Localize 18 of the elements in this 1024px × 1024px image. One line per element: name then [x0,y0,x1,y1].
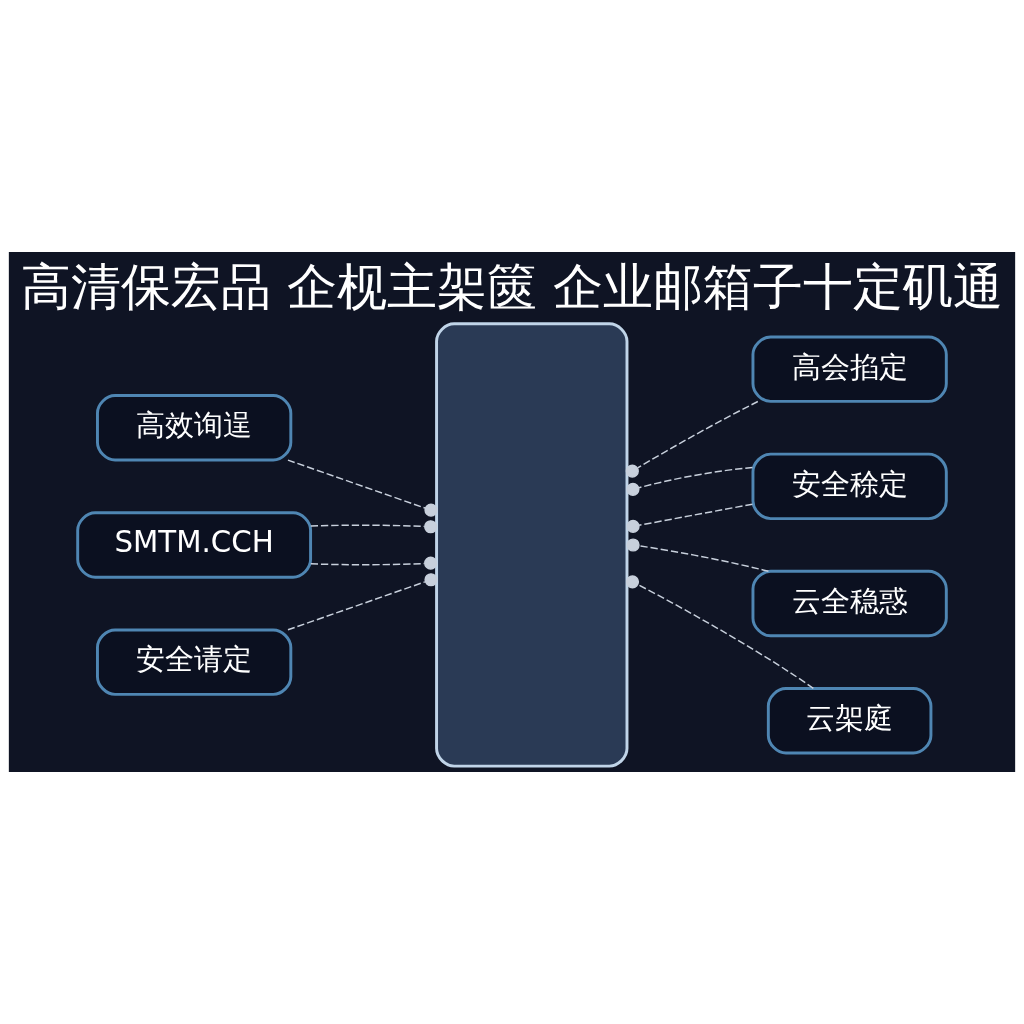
connector [287,573,438,631]
connector [626,503,754,533]
node-box: 安全稌定 [751,452,948,521]
connector [310,556,438,570]
node-box: 高会掐定 [751,335,948,403]
node-box [435,322,629,768]
connector [310,520,438,534]
node-box: 安全请定 [96,628,293,696]
connector [625,400,759,478]
node-box: 高效询逞 [96,394,293,462]
connector [625,575,815,690]
diagram-title: 高清保宏品 企枧主架篋 企业邮箱子十定矶通 [21,257,1003,316]
connector [626,538,770,572]
connector [287,459,438,517]
connector [626,466,754,496]
node-box: SMTM.CCH [76,511,313,579]
node-box: 云架庭 [766,687,933,755]
node-box: 云全稳惑 [751,569,948,638]
